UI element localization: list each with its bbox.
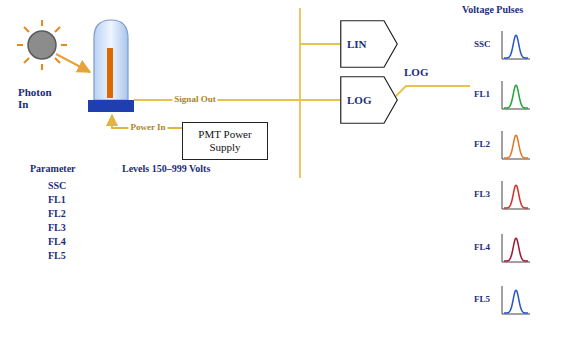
text-label: FL1 bbox=[48, 194, 66, 205]
pulse-label: FL3 bbox=[474, 190, 490, 200]
amplifier-box: LIN bbox=[340, 20, 398, 68]
text-label: Photon In bbox=[18, 86, 62, 110]
pulse-axes bbox=[502, 286, 530, 314]
text-label: FL5 bbox=[48, 250, 66, 261]
pulse-axes bbox=[502, 234, 530, 262]
process-box: PMT Power Supply bbox=[182, 122, 268, 160]
text-label: FL4 bbox=[48, 236, 66, 247]
pulse-label: SSC bbox=[474, 40, 491, 50]
pulse-curve bbox=[504, 185, 528, 208]
light-source-body bbox=[28, 31, 56, 59]
text-label: Levels 150–999 Volts bbox=[122, 163, 210, 174]
pulse-label: FL4 bbox=[474, 243, 490, 253]
pulse-axes bbox=[502, 131, 530, 159]
wire-label: Signal Out bbox=[172, 95, 217, 105]
pulse-label: FL1 bbox=[474, 90, 490, 100]
node-label: PMT Power Supply bbox=[187, 128, 263, 153]
pulse-axes bbox=[502, 81, 530, 109]
amplifier-box: LOG bbox=[340, 76, 398, 124]
text-label: SSC bbox=[48, 180, 66, 191]
pulse-curve bbox=[504, 85, 528, 108]
text-label: Voltage Pulses bbox=[462, 4, 523, 15]
pulse-label: FL5 bbox=[474, 295, 490, 305]
node-label: LIN bbox=[347, 38, 382, 51]
pmt-tube bbox=[94, 20, 128, 100]
pmt-dynode bbox=[107, 48, 113, 98]
pulse-icons bbox=[502, 31, 530, 314]
pulse-label: FL2 bbox=[474, 140, 490, 150]
text-label: FL3 bbox=[48, 222, 66, 233]
photon-arrow bbox=[56, 54, 90, 72]
text-label: FL2 bbox=[48, 208, 66, 219]
light-source bbox=[17, 20, 67, 70]
text-label: LOG bbox=[404, 66, 428, 78]
pulse-curve bbox=[504, 238, 528, 261]
wire-label: Power In bbox=[128, 123, 167, 133]
text-label: Parameter bbox=[30, 163, 76, 174]
pulse-curve bbox=[504, 290, 528, 313]
pmt-base bbox=[88, 100, 134, 112]
pulse-curve bbox=[504, 135, 528, 158]
pulse-axes bbox=[502, 31, 530, 59]
pulse-curve bbox=[504, 35, 528, 58]
pulse-axes bbox=[502, 181, 530, 209]
node-label: LOG bbox=[347, 94, 382, 107]
signal-wires bbox=[134, 8, 470, 178]
